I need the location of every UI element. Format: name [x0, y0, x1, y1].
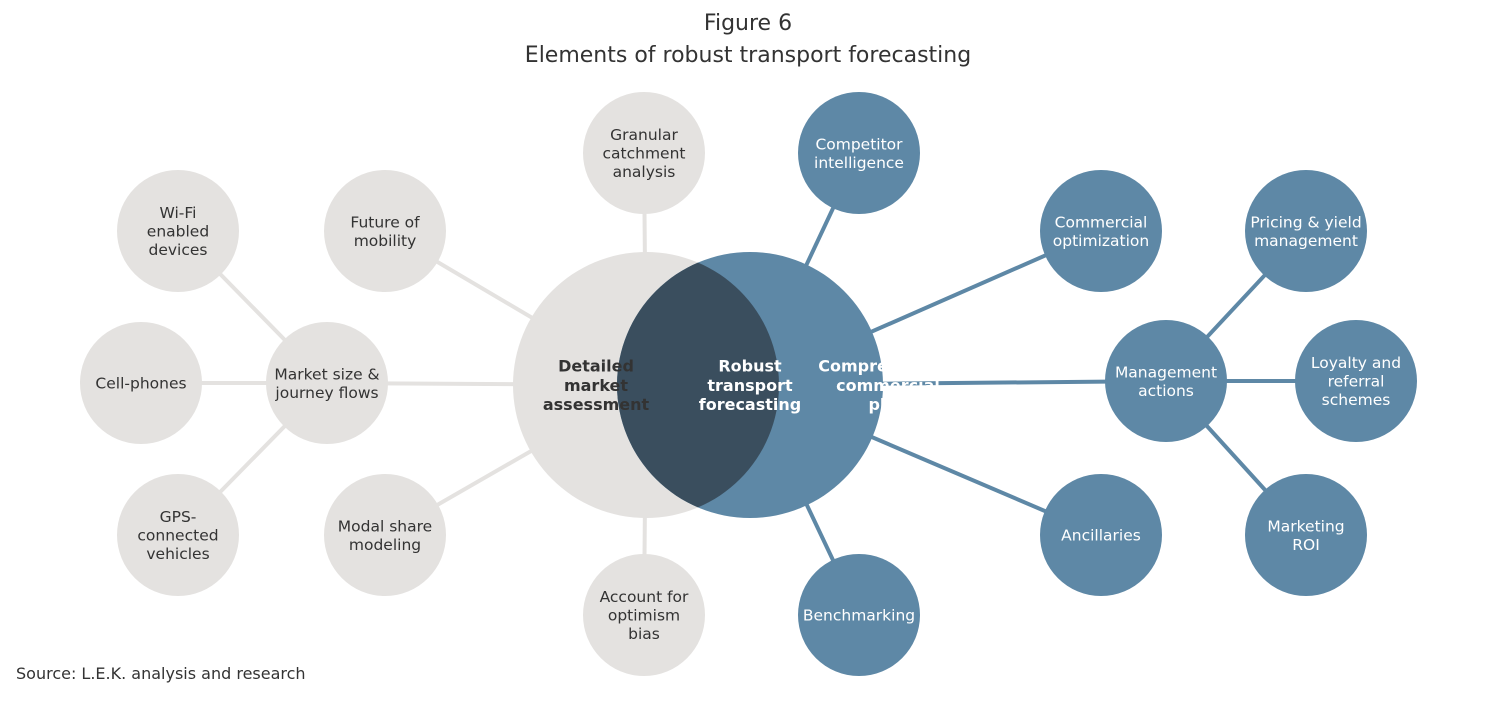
figure-label: Figure 6 [703, 11, 793, 36]
node-label-future-mobility-line-1: Future of [350, 213, 420, 231]
node-label-modal-share-line-1: Modal share [338, 517, 432, 535]
node-label-loyalty-line-2: referral [1328, 373, 1385, 391]
forecasting-label-line-2: transport [707, 376, 793, 395]
node-circle-optimism [583, 554, 705, 676]
node-label-market-size-line-1: Market size & [274, 365, 379, 383]
forecasting-label-line-1: Robust [718, 357, 782, 376]
node-label-marketing-line-1: Marketing [1267, 517, 1344, 535]
node-cellphones: Cell-phones [80, 322, 202, 444]
node-label-modal-share-line-2: modeling [349, 536, 421, 554]
node-label-wifi-line-2: enabled [147, 223, 209, 241]
node-label-market-size-line-2: journey flows [274, 384, 378, 402]
node-circle-management [1105, 320, 1227, 442]
node-label-optimism-line-3: bias [628, 625, 660, 643]
node-circle-future-mobility [324, 170, 446, 292]
node-circle-market-size [266, 322, 388, 444]
node-circle-cellphones [80, 322, 202, 444]
node-label-pricing-line-1: Pricing & yield [1250, 213, 1361, 231]
source-note: Source: L.E.K. analysis and research [16, 664, 306, 683]
node-label-granular-line-1: Granular [610, 126, 678, 144]
node-circle-loyalty [1295, 320, 1417, 442]
node-label-wifi-line-3: devices [149, 241, 208, 259]
node-label-loyalty-line-1: Loyalty and [1311, 354, 1401, 372]
commercial-plan-label-line-3: plan [868, 395, 907, 414]
node-circle-gps [117, 474, 239, 596]
forecasting-label-line-3: forecasting [699, 395, 801, 414]
node-label-optimism-line-2: optimism [608, 607, 680, 625]
figure-title: Elements of robust transport forecasting [524, 43, 972, 68]
node-market-size: Market size &journey flows [266, 322, 388, 444]
node-circle-pricing [1245, 170, 1367, 292]
node-ancillaries: Ancillaries [1040, 474, 1162, 596]
node-label-commercial-opt-line-2: optimization [1053, 232, 1149, 250]
node-label-wifi-line-1: Wi-Fi [160, 204, 197, 222]
node-circle-modal-share [324, 474, 446, 596]
node-benchmarking: Benchmarking [798, 554, 920, 676]
node-circle-competitor [798, 92, 920, 214]
node-label-management-line-2: actions [1138, 382, 1194, 400]
node-circle-wifi [117, 170, 239, 292]
node-label-granular-line-3: analysis [613, 163, 676, 181]
node-label-cellphones-line-1: Cell-phones [95, 375, 186, 393]
node-label-loyalty-line-3: schemes [1322, 391, 1391, 409]
node-label-competitor-line-2: intelligence [814, 154, 904, 172]
satellite-nodes: Wi-FienableddevicesCell-phonesGPS-connec… [80, 92, 1417, 676]
commercial-plan-label-line-2: commercial [836, 376, 940, 395]
node-label-granular-line-2: catchment [603, 145, 686, 163]
forecasting-overlap [617, 252, 779, 518]
figure-header: Figure 6 Elements of robust transport fo… [0, 8, 1496, 72]
node-label-gps-line-3: vehicles [146, 545, 209, 563]
node-label-gps-line-1: GPS- [160, 508, 197, 526]
node-label-benchmarking-line-1: Benchmarking [803, 607, 915, 625]
node-circle-marketing [1245, 474, 1367, 596]
node-label-commercial-opt-line-1: Commercial [1055, 213, 1148, 231]
commercial-plan-label-line-1: Comprehensive [818, 357, 958, 376]
node-circle-benchmarking [798, 554, 920, 676]
market-assessment-label-line-2: market [564, 376, 628, 395]
node-circle-granular [583, 92, 705, 214]
market-assessment-label-line-1: Detailed [558, 357, 634, 376]
node-label-optimism-line-1: Account for [600, 588, 689, 606]
node-circle-ancillaries [1040, 474, 1162, 596]
node-label-marketing-line-2: ROI [1292, 536, 1320, 554]
node-label-pricing-line-2: management [1254, 232, 1358, 250]
node-label-gps-line-2: connected [137, 527, 218, 545]
node-label-competitor-line-1: Competitor [815, 135, 903, 153]
market-assessment-label-line-3: assessment [543, 395, 650, 414]
node-label-management-line-1: Management [1115, 363, 1217, 381]
node-circle-commercial-opt [1040, 170, 1162, 292]
node-label-future-mobility-line-2: mobility [354, 232, 417, 250]
node-label-ancillaries-line-1: Ancillaries [1061, 527, 1141, 545]
